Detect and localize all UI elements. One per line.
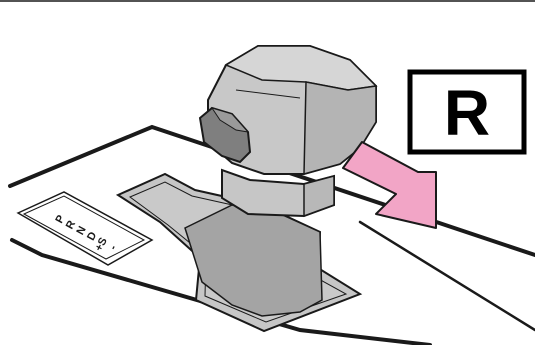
shift-lever (200, 46, 376, 216)
gear-letter: R (444, 77, 490, 149)
shift-direction-arrow (343, 142, 436, 228)
gear-indicator-badge: R (410, 72, 524, 152)
